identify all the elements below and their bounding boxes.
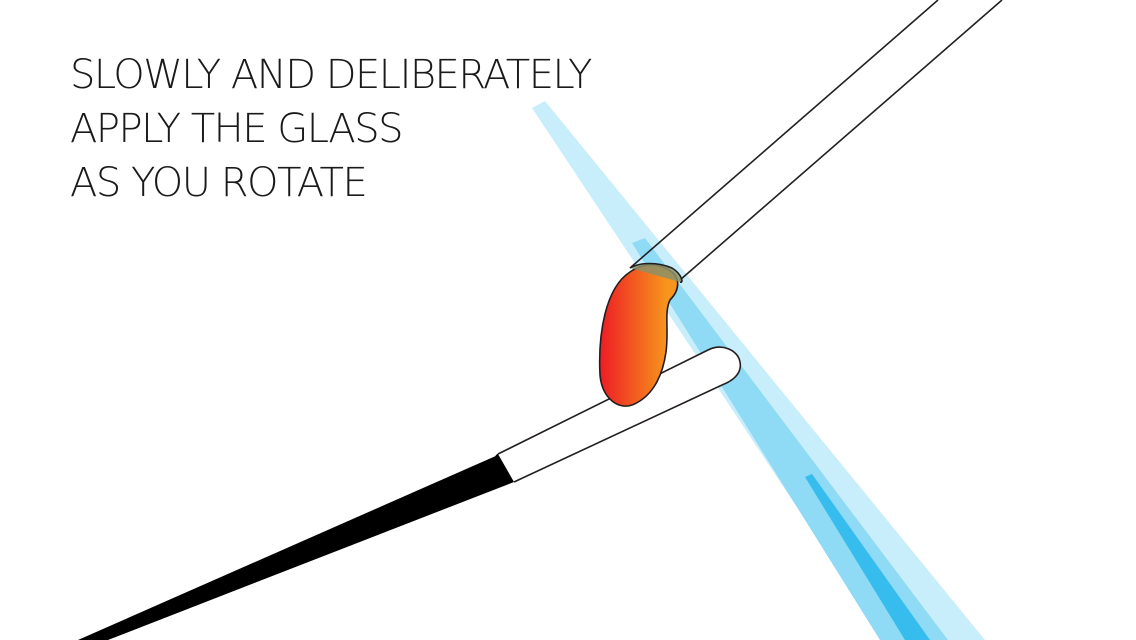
glass-rod-tip: [629, 262, 683, 284]
instruction-text: SLOWLY AND DELIBERATELY APPLY THE GLASS …: [70, 48, 592, 210]
mandrel-handle: [78, 455, 514, 640]
instruction-line-1: SLOWLY AND DELIBERATELY: [70, 52, 592, 98]
instruction-line-3: AS YOU ROTATE: [70, 160, 368, 206]
glass-rod-icon: [629, 0, 1003, 281]
instruction-line-2: APPLY THE GLASS: [70, 106, 404, 152]
torch-flame-icon: [532, 101, 985, 640]
mandrel-icon: [78, 346, 742, 640]
flame-core: [805, 474, 930, 640]
flame-middle: [632, 238, 948, 640]
mandrel-steel: [497, 346, 742, 483]
flame-outer: [532, 101, 985, 640]
